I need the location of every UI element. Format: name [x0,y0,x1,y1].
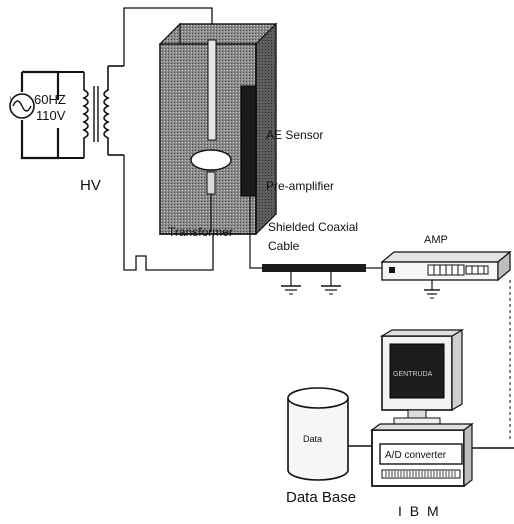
test-cell-tank: Transformer [158,22,278,239]
cable-label-line2: Cable [268,239,300,253]
source-voltage: 110V [36,108,66,123]
database-drum: Data Data Base [286,387,356,506]
monitor-screen-text: GENTRUDA [393,371,433,378]
ground-icon [281,272,301,295]
database-caption: Data Base [286,489,356,506]
ad-converter-label: A/D converter [385,450,447,461]
amplifier-unit: AMP [380,234,512,282]
hv-transformer-symbol: HV [58,65,124,194]
database-drum-label: Data [303,434,322,444]
ae-sensor-labels: AE Sensor Pre-amplifier [266,128,334,193]
coaxial-cable: Shielded Coaxial Cable [249,196,382,272]
ground-icon [321,272,341,295]
ac-sine-icon [9,93,35,119]
computer-monitor: GENTRUDA [379,328,465,425]
ac-marker: ~ [8,96,15,100]
vent-slots [385,471,456,477]
amp-label: AMP [424,234,448,246]
ac-source: ~ 60HZ 110V [8,70,66,160]
computer-caption: I B M [398,503,441,519]
ae-sensor-label: AE Sensor [266,128,323,142]
transformer-label: Transformer [168,225,233,239]
hv-label: HV [80,177,101,194]
computer-base-unit: A/D converter I B M [370,422,474,519]
ground-icon [424,280,440,299]
cable-label-line1: Shielded Coaxial [268,220,358,234]
preamp-label: Pre-amplifier [266,179,334,193]
source-frequency: 60HZ [34,92,66,107]
